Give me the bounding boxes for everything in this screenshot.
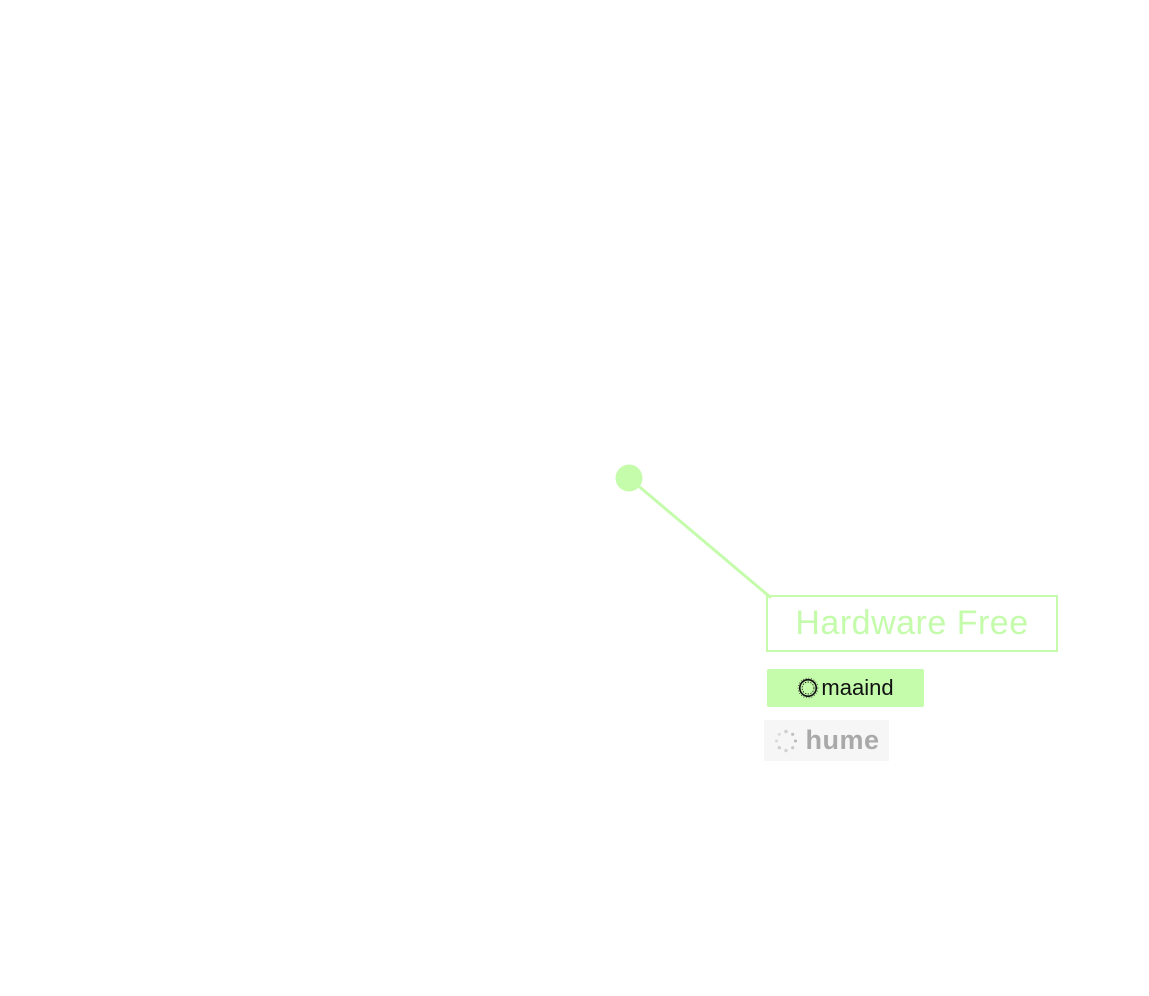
hardware-free-label: Hardware Free	[795, 604, 1029, 642]
maaind-logo: maaind	[767, 669, 924, 707]
circle-dot-icon	[615, 464, 643, 492]
callout-line	[627, 476, 772, 599]
hume-dots-icon	[775, 729, 798, 752]
maaind-ring-icon	[798, 677, 819, 699]
hume-wordmark: hume	[805, 725, 880, 755]
hume-logo: hume	[764, 720, 889, 761]
hardware-free-label-box: Hardware Free	[766, 595, 1058, 652]
maaind-wordmark: maaind	[821, 675, 894, 700]
